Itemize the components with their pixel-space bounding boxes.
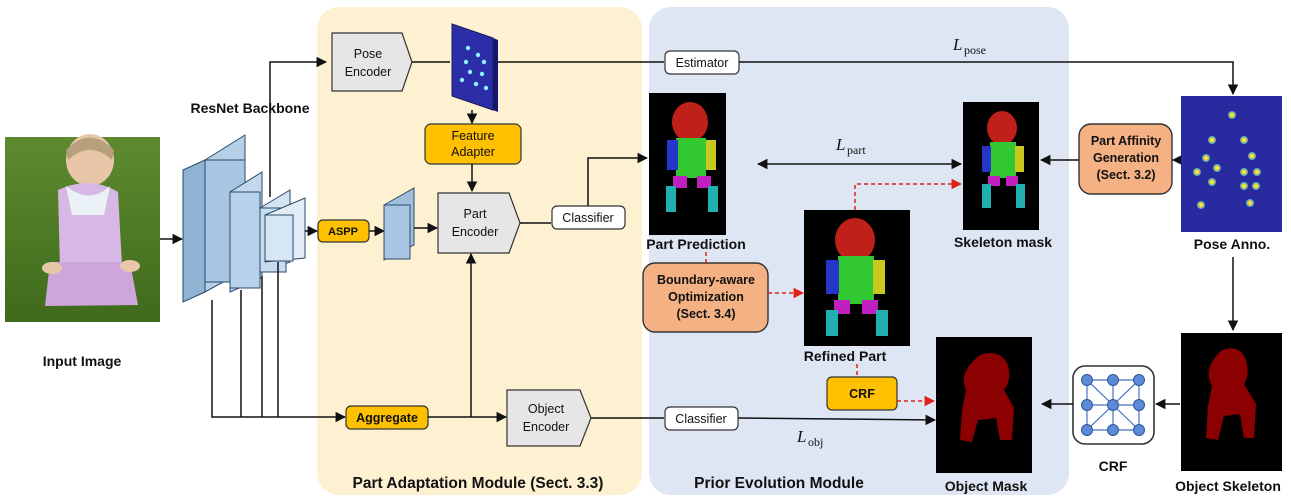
feature-adapter-block: Feature Adapter: [424, 123, 522, 165]
aggregate-block: Aggregate: [345, 405, 429, 430]
loss-part-sub: part: [847, 143, 866, 157]
part-encoder-line1: Part: [464, 207, 487, 221]
part-encoder-line2: Encoder: [452, 225, 499, 239]
pose-annotation-image: [1181, 96, 1282, 232]
backbone-label: ResNet Backbone: [190, 100, 309, 116]
object-mask-label: Object Mask: [945, 478, 1028, 494]
aspp-block: ASPP: [317, 219, 370, 243]
part-encoder-block: Part Encoder: [437, 192, 521, 254]
object-mask-image: [936, 337, 1032, 473]
input-image-label: Input Image: [43, 353, 122, 369]
aggregate-label: Aggregate: [356, 411, 418, 425]
part-affinity-line3: (Sect. 3.2): [1096, 168, 1155, 182]
estimator-label: Estimator: [676, 56, 729, 70]
object-skeleton-label: Object Skeleton: [1175, 478, 1281, 494]
part-affinity-line1: Part Affinity: [1091, 134, 1161, 148]
refined-part-image: [804, 210, 910, 346]
object-encoder-line1: Object: [528, 402, 565, 416]
boundary-aware-line3: (Sect. 3.4): [676, 307, 735, 321]
pose-feature-map: [451, 23, 498, 112]
loss-part: L part: [835, 135, 866, 157]
boundary-aware-line2: Optimization: [668, 290, 744, 304]
classifier-obj-block: Classifier: [664, 406, 739, 431]
refined-part-label: Refined Part: [804, 348, 887, 364]
crf-small-block: CRF: [826, 376, 898, 411]
pose-encoder-block: Pose Encoder: [331, 32, 413, 92]
part-adaptation-title: Part Adaptation Module (Sect. 3.3): [353, 475, 604, 492]
loss-obj-symbol: L: [796, 427, 806, 446]
prior-evolution-title: Prior Evolution Module: [694, 475, 864, 492]
crf-small-label: CRF: [849, 387, 875, 401]
estimator-block: Estimator: [664, 50, 740, 75]
classifier-part-block: Classifier: [551, 205, 626, 230]
part-prediction-label: Part Prediction: [646, 236, 746, 252]
aspp-feature: [383, 187, 415, 261]
loss-obj-sub: obj: [808, 435, 823, 449]
skeleton-mask-label: Skeleton mask: [954, 234, 1052, 250]
aspp-label: ASPP: [328, 226, 358, 238]
loss-pose-sub: pose: [964, 43, 986, 57]
feature-adapter-line2: Adapter: [451, 145, 495, 159]
part-affinity-block: Part Affinity Generation (Sect. 3.2): [1078, 123, 1173, 195]
classifier-obj-label: Classifier: [675, 412, 726, 426]
loss-part-symbol: L: [835, 135, 845, 154]
part-prediction-image: [649, 93, 726, 235]
object-encoder-line2: Encoder: [523, 420, 570, 434]
crf-graph-label: CRF: [1099, 458, 1128, 474]
pose-anno-label: Pose Anno.: [1194, 236, 1271, 252]
crf-graph: [1072, 365, 1155, 445]
loss-pose-symbol: L: [952, 35, 962, 54]
pose-encoder-line2: Encoder: [345, 65, 392, 79]
object-encoder-block: Object Encoder: [506, 389, 592, 447]
loss-pose: L pose: [952, 35, 986, 57]
classifier-part-label: Classifier: [562, 211, 613, 225]
part-affinity-line2: Generation: [1093, 151, 1159, 165]
skeleton-mask-image: [963, 102, 1039, 230]
feature-adapter-line1: Feature: [451, 129, 494, 143]
boundary-aware-block: Boundary-aware Optimization (Sect. 3.4): [642, 262, 769, 333]
resnet-backbone: [182, 134, 306, 303]
input-image: [5, 134, 160, 322]
loss-obj: L obj: [796, 427, 823, 449]
boundary-aware-line1: Boundary-aware: [657, 273, 755, 287]
object-skeleton-image: [1181, 333, 1282, 471]
pose-encoder-line1: Pose: [354, 47, 383, 61]
